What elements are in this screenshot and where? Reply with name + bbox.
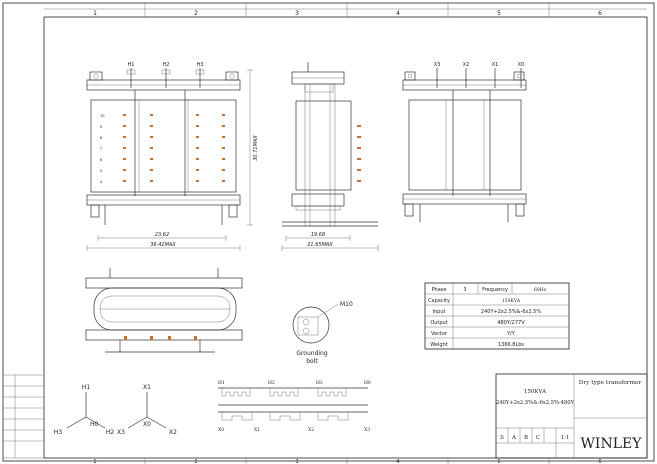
front-terminal-h1: H1	[128, 62, 135, 68]
plan-view	[85, 268, 243, 353]
rear-terminal-x3: X3	[434, 62, 441, 68]
top-zone-ruler: 1 2 3 4 5 6	[44, 3, 647, 17]
front-height-dim: 30.71MAX	[253, 135, 259, 161]
title-capacity: 150KVA	[524, 389, 547, 395]
hv-label-h3: H3	[54, 429, 63, 436]
spec-frequency-value: 60Hz	[534, 287, 547, 293]
title-scale: 1:1	[561, 435, 570, 441]
spec-output-value: 480Y/277V	[497, 320, 525, 326]
title-stage-c: C	[536, 435, 540, 441]
side-view: 19.68 21.65MAX	[281, 62, 379, 251]
tap-label-4: 4	[100, 180, 103, 184]
grounding-label-line1: Grounding	[296, 350, 328, 357]
front-width-dim: 23.62	[155, 232, 169, 238]
rear-terminal-x2: X2	[463, 62, 470, 68]
lv-label-x0: X0	[143, 421, 151, 428]
rear-terminal-x1: X1	[492, 62, 499, 68]
bottom-zone-ruler: 1 2 3 4 5 6	[93, 458, 602, 464]
wiring-bottom-x0: X0	[218, 427, 224, 433]
top-zone-6: 6	[598, 10, 602, 17]
front-max-width-dim: 36.42MAX	[150, 242, 176, 248]
lv-label-x3: X3	[117, 429, 125, 436]
wiring-diagram: H1 H2 H3 H0 X0 X1 X2 X3	[218, 380, 371, 433]
spec-frequency-label: Frequency	[482, 287, 508, 293]
spec-vector-value: Y/Y	[506, 331, 516, 337]
left-revision-block	[2, 374, 45, 459]
tap-label-6: 6	[100, 158, 103, 162]
wiring-top-h1: H1	[218, 380, 225, 386]
spec-capacity-value: 150KVA	[502, 298, 521, 304]
wiring-bottom-x3: X3	[364, 427, 370, 433]
top-zone-4: 4	[396, 10, 400, 17]
inner-frame	[43, 16, 648, 459]
spec-vector-label: Vector	[431, 331, 448, 337]
front-view: H1 H2 H3 10 9 8 7 6 5 4	[86, 62, 259, 251]
bottom-zone-5: 5	[497, 459, 500, 464]
bottom-zone-2: 2	[194, 459, 197, 464]
spec-table: Phase 3 Frequency 60Hz Capacity 150KVA I…	[424, 282, 570, 350]
spec-phase-label: Phase	[432, 287, 447, 293]
tap-label-8: 8	[100, 136, 103, 140]
hv-label-h0: H0	[90, 421, 99, 428]
front-terminal-h3: H3	[197, 62, 204, 68]
hv-vector-diagram: H1 H0 H3 H2	[54, 384, 115, 436]
top-zone-1: 1	[93, 10, 97, 17]
side-width-dim: 19.68	[311, 232, 325, 238]
tap-label-9: 9	[100, 125, 103, 129]
hv-label-h1: H1	[82, 384, 91, 391]
wiring-bottom-x1: X1	[254, 427, 260, 433]
lv-label-x2: X2	[169, 429, 177, 436]
lv-vector-diagram: X1 X0 X3 X2	[117, 384, 177, 436]
top-zone-5: 5	[497, 10, 501, 17]
spec-weight-value: 1366.8Lbs	[498, 342, 524, 348]
title-stage-b: B	[524, 435, 528, 441]
bottom-zone-6: 6	[598, 459, 601, 464]
spec-phase-value: 3	[463, 287, 466, 293]
bottom-zone-3: 3	[295, 459, 298, 464]
spec-output-label: Output	[430, 320, 447, 326]
tap-label-7: 7	[100, 147, 102, 151]
grounding-label-line2: bolt	[306, 358, 318, 365]
bottom-zone-1: 1	[93, 459, 96, 464]
rear-view: X3 X2 X1 X0	[402, 62, 527, 222]
wiring-top-h0: H0	[364, 380, 371, 386]
grounding-bolt-size: M10	[340, 301, 353, 308]
side-tap-markers	[357, 125, 361, 182]
side-max-width-dim: 21.65MAX	[307, 242, 333, 248]
bottom-zone-4: 4	[396, 459, 399, 464]
spec-capacity-label: Capacity	[428, 298, 450, 304]
rear-terminal-x0: X0	[518, 62, 525, 68]
title-block: 150KVA 240Y+2x2.5%&-6x2.5%-480Y Dry type…	[495, 373, 648, 459]
tap-label-5: 5	[100, 169, 102, 173]
title-product-name: Dry type transformer	[579, 380, 642, 386]
tap-label-10: 10	[100, 114, 105, 118]
spec-input-label: Input	[433, 309, 446, 315]
wiring-bottom-x2: X2	[308, 427, 314, 433]
top-zone-2: 2	[194, 10, 198, 17]
plan-tap-markers	[124, 336, 197, 340]
wiring-top-h2: H2	[268, 380, 275, 386]
lv-label-x1: X1	[143, 384, 151, 391]
wiring-top-h3: H3	[316, 380, 323, 386]
top-zone-3: 3	[295, 10, 299, 17]
title-stage-s: S	[500, 435, 504, 441]
spec-input-value: 240Y+2x2.5%&-6x2.5%	[481, 309, 541, 315]
grounding-detail: M10 Grounding bolt	[292, 301, 353, 365]
tap-markers	[123, 114, 225, 182]
hv-label-h2: H2	[106, 429, 115, 436]
title-stage-a: A	[511, 435, 517, 441]
front-terminal-h2: H2	[163, 62, 170, 68]
title-brand: WINLEY	[581, 436, 643, 452]
spec-weight-label: Weight	[430, 342, 447, 348]
title-voltage: 240Y+2x2.5%&-6x2.5%-480Y	[496, 400, 575, 406]
